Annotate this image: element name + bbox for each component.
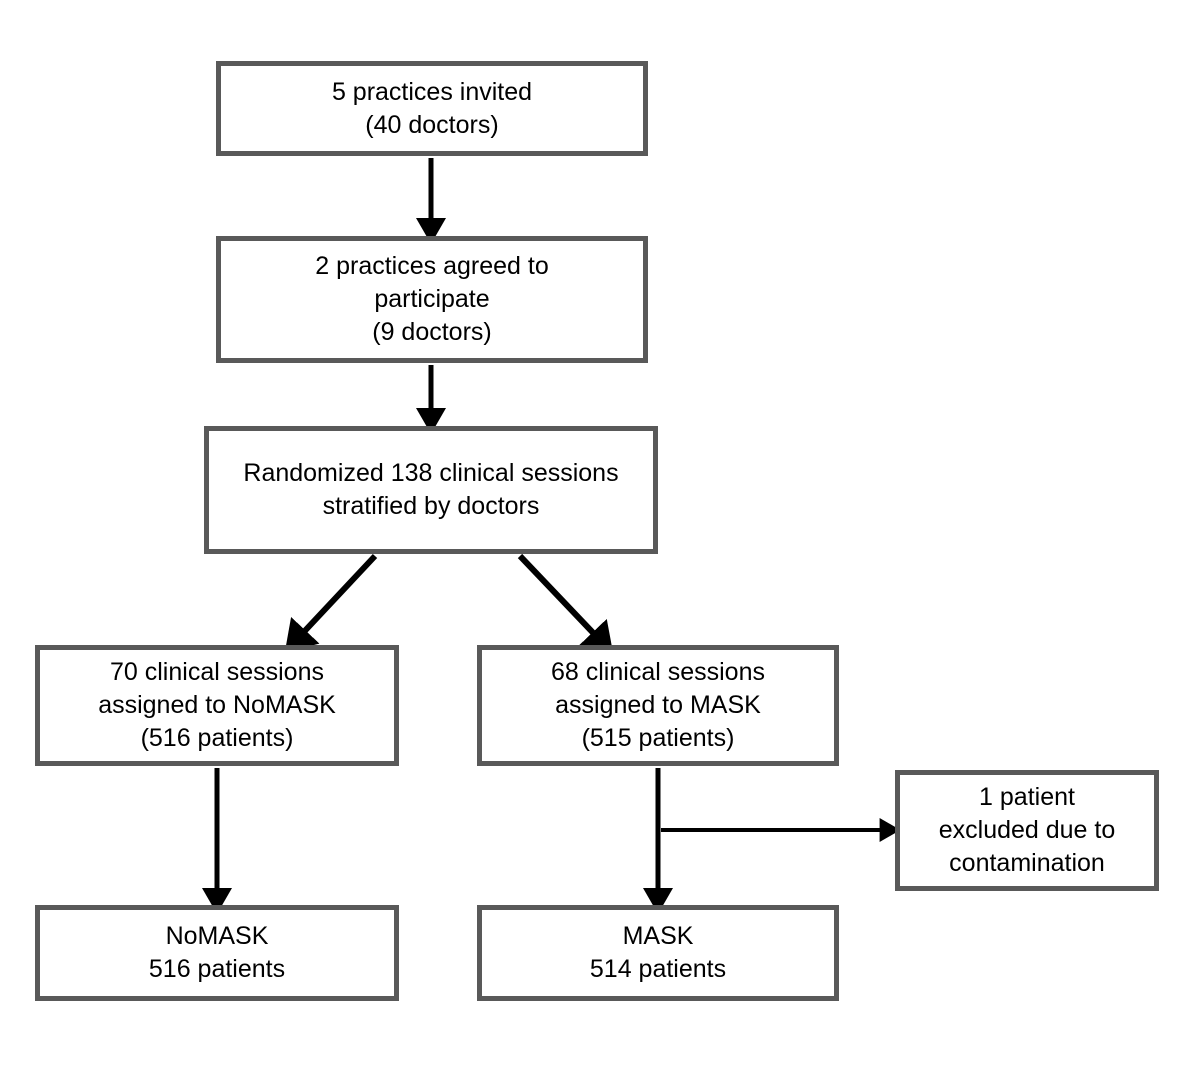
node-nomask-allocation-text: 70 clinical sessions assigned to NoMASK … [98,658,336,752]
edge-randomized-to-nomask [284,553,378,653]
edge-randomized-to-mask [517,553,614,655]
node-mask-analyzed: MASK 514 patients [477,905,839,1001]
node-randomized-sessions-text: Randomized 138 clinical sessions stratif… [243,459,619,520]
node-practices-invited-text: 5 practices invited (40 doctors) [331,77,533,139]
node-practices-agreed: 2 practices agreed to participate (9 doc… [216,236,648,363]
node-excluded-patients-text: 1 patient excluded due to contamination [938,783,1116,877]
node-practices-invited: 5 practices invited (40 doctors) [216,61,648,156]
node-nomask-analyzed: NoMASK 516 patients [35,905,399,1001]
node-randomized-sessions: Randomized 138 clinical sessions stratif… [204,426,658,554]
node-mask-allocation-text: 68 clinical sessions assigned to MASK (5… [551,658,765,752]
node-excluded-patients: 1 patient excluded due to contamination [895,770,1159,891]
node-nomask-analyzed-text: NoMASK 516 patients [148,922,286,983]
node-nomask-allocation: 70 clinical sessions assigned to NoMASK … [35,645,399,766]
node-mask-allocation: 68 clinical sessions assigned to MASK (5… [477,645,839,766]
node-mask-analyzed-text: MASK 514 patients [589,922,727,983]
node-practices-agreed-text: 2 practices agreed to participate (9 doc… [315,252,549,346]
